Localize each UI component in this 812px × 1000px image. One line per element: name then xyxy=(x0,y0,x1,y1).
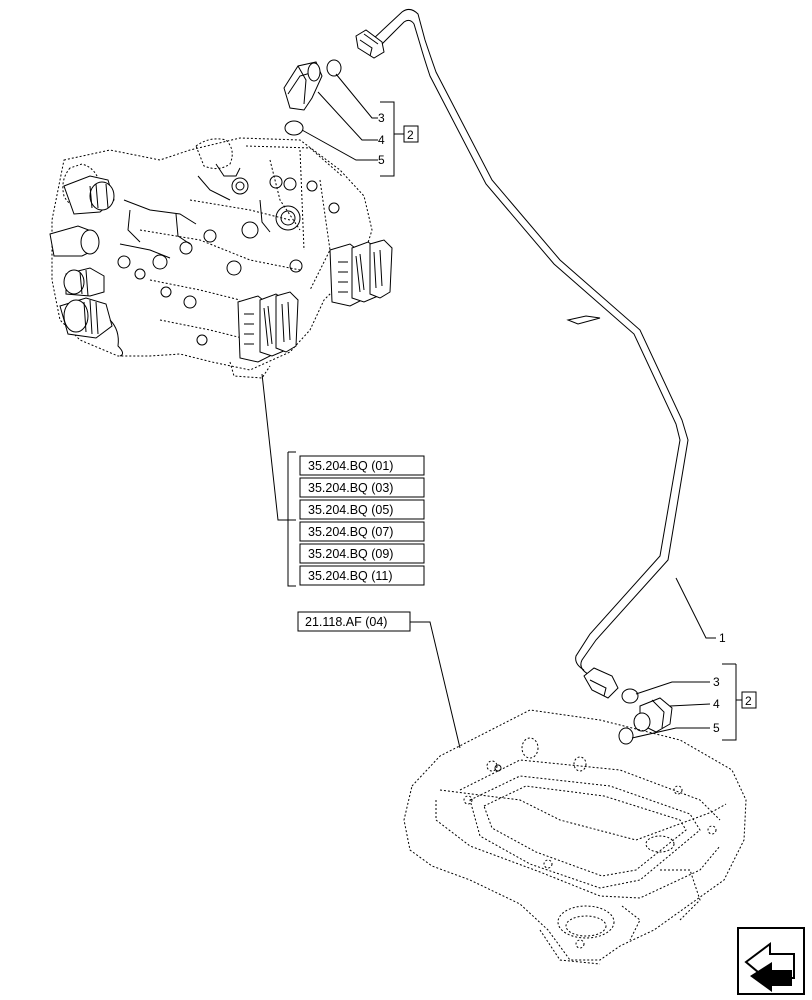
svg-text:21.118.AF (04): 21.118.AF (04) xyxy=(305,615,387,629)
ref-link-35-204-bq-01[interactable]: 35.204.BQ (01) xyxy=(299,455,425,476)
ref-link-35-204-bq-09[interactable]: 35.204.BQ (09) xyxy=(299,543,425,564)
o-ring-bottom-5 xyxy=(618,727,634,745)
pipe-nut-bottom xyxy=(583,667,619,699)
control-valve-block xyxy=(49,137,393,379)
o-ring-top-3 xyxy=(326,59,342,77)
callout-5-bottom: 5 xyxy=(713,721,720,735)
callout-4-bottom: 4 xyxy=(713,697,720,711)
callout-5-top: 5 xyxy=(378,153,385,167)
o-ring-top-5 xyxy=(284,120,304,136)
o-ring-bottom-3 xyxy=(621,688,639,704)
hydraulic-pipe xyxy=(371,8,689,675)
svg-text:35.204.BQ (11): 35.204.BQ (11) xyxy=(308,569,393,583)
group-box-bottom[interactable]: 2 xyxy=(741,691,757,709)
navigation-arrow-icon[interactable] xyxy=(737,927,805,995)
group-box-top[interactable]: 2 xyxy=(403,125,419,143)
ref-link-21-118-af-04[interactable]: 21.118.AF (04) xyxy=(297,611,411,632)
callout-1: 1 xyxy=(719,631,726,645)
svg-text:35.204.BQ (01): 35.204.BQ (01) xyxy=(308,459,393,473)
elbow-fitting-bottom xyxy=(633,697,673,733)
svg-text:2: 2 xyxy=(745,694,752,708)
solenoid-lower xyxy=(237,291,299,363)
leader-lines xyxy=(261,73,742,749)
svg-text:35.204.BQ (03): 35.204.BQ (03) xyxy=(308,481,393,495)
pipe-nut-top xyxy=(355,29,385,59)
svg-text:2: 2 xyxy=(407,128,414,142)
callout-3-top: 3 xyxy=(378,111,385,125)
svg-text:35.204.BQ (07): 35.204.BQ (07) xyxy=(308,525,393,539)
elbow-fitting-top xyxy=(283,61,323,111)
callout-4-top: 4 xyxy=(378,133,385,147)
transmission-housing xyxy=(403,709,747,965)
ref-link-35-204-bq-05[interactable]: 35.204.BQ (05) xyxy=(299,499,425,520)
solenoid-right xyxy=(329,239,393,307)
ref-link-35-204-bq-11[interactable]: 35.204.BQ (11) xyxy=(299,565,425,586)
svg-text:35.204.BQ (05): 35.204.BQ (05) xyxy=(308,503,393,517)
svg-text:35.204.BQ (09): 35.204.BQ (09) xyxy=(308,547,393,561)
callout-3-bottom: 3 xyxy=(713,675,720,689)
ref-link-35-204-bq-07[interactable]: 35.204.BQ (07) xyxy=(299,521,425,542)
ref-link-35-204-bq-03[interactable]: 35.204.BQ (03) xyxy=(299,477,425,498)
